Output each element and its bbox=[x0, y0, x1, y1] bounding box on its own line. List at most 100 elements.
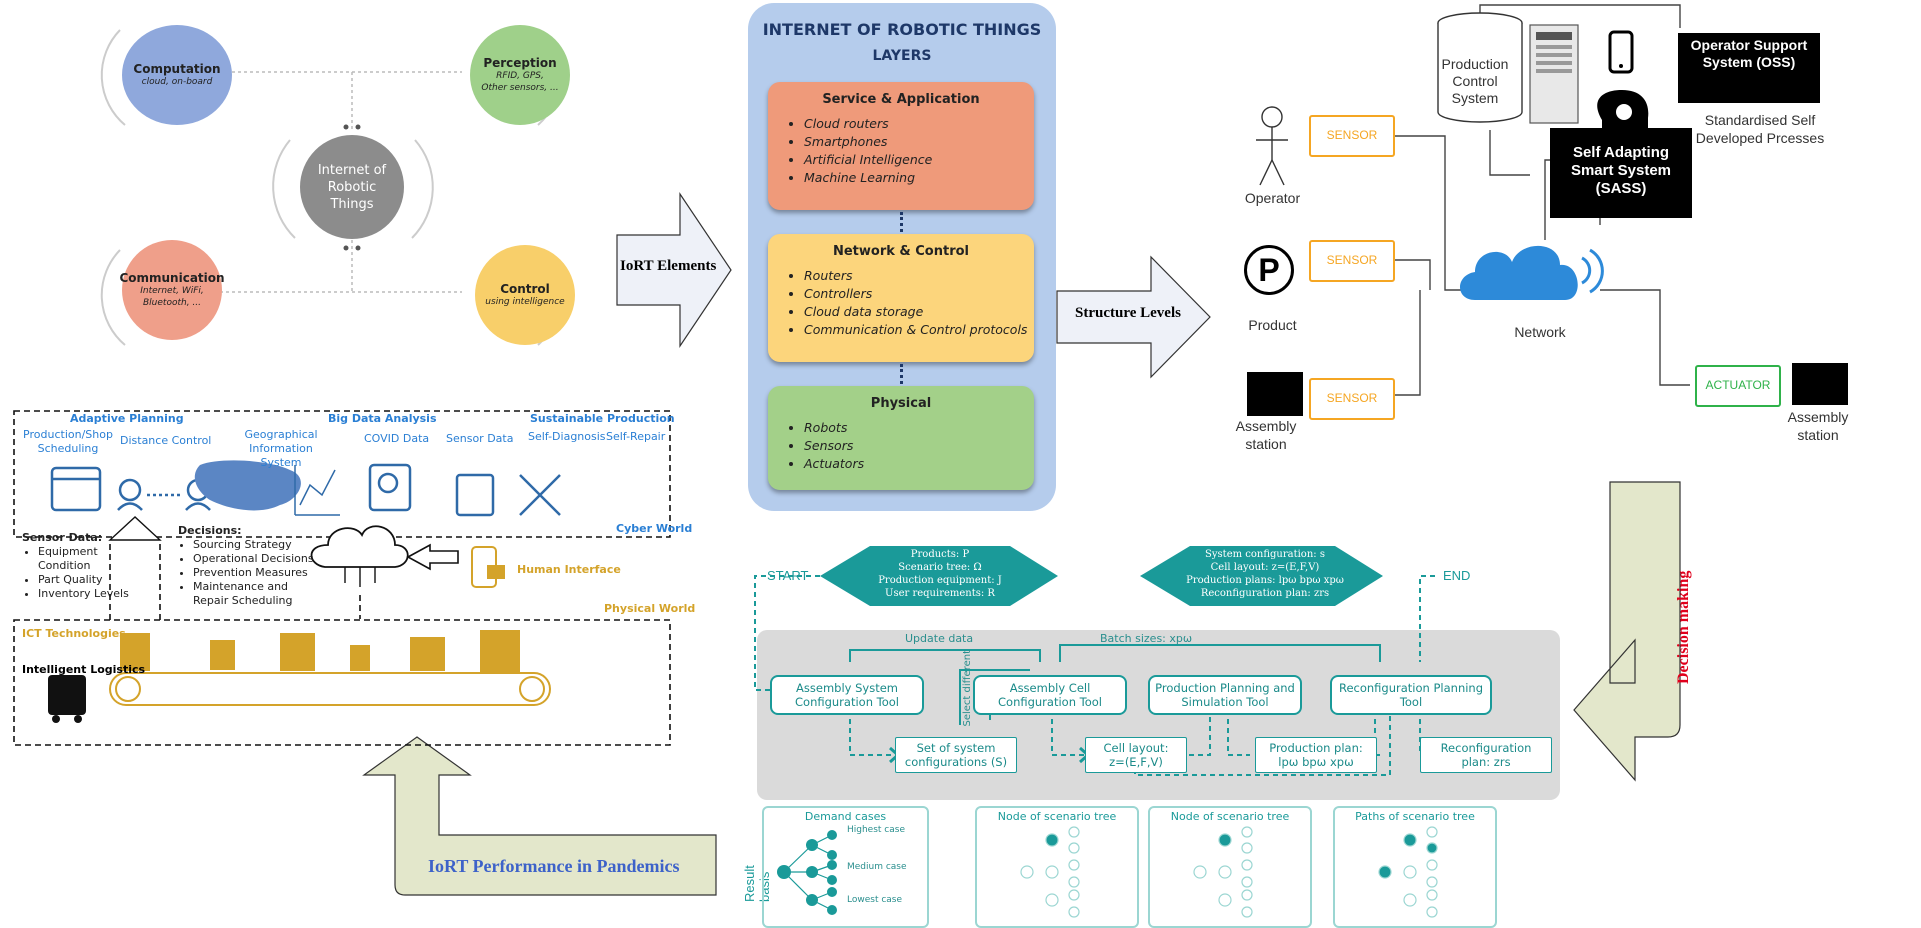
layer-connector bbox=[900, 364, 906, 384]
output-item: Cell layout: z=(E,F,V) bbox=[1210, 562, 1320, 573]
result-basis-label: Result basis bbox=[742, 865, 772, 902]
list-item: Inventory Levels bbox=[38, 587, 148, 601]
system-configurations-box: Set of system configurations (S) bbox=[895, 737, 1017, 773]
iort-center-label: Internet of Robotic Things bbox=[317, 162, 387, 212]
standardised-label: Standardised Self bbox=[1704, 112, 1816, 128]
list-item: Sensors bbox=[804, 437, 1034, 455]
iort-elements-arrow bbox=[616, 192, 732, 348]
layer-connector bbox=[900, 212, 906, 232]
outputs-diamond: System configuration: s Cell layout: z=(… bbox=[1180, 548, 1350, 600]
select-different-label: Select different bbox=[962, 650, 973, 727]
scenario-trees bbox=[777, 826, 1438, 918]
end-label: END bbox=[1443, 568, 1471, 583]
physical-world-label: Physical World bbox=[604, 602, 696, 615]
intelligent-logistics-label: Intelligent Logistics bbox=[22, 663, 146, 676]
output-item: System configuration: s bbox=[1205, 549, 1325, 560]
input-item: Products: P bbox=[910, 549, 970, 560]
control-node: Control using intelligence bbox=[475, 245, 575, 345]
computation-title: Computation bbox=[133, 62, 221, 76]
service-layer-list: Cloud routers Smartphones Artificial Int… bbox=[786, 115, 1034, 187]
sass-box: Self Adapting Smart System (SASS) bbox=[1550, 128, 1692, 218]
assembly-system-tool: Assembly System Configuration Tool bbox=[770, 675, 924, 715]
list-item: Maintenance and Repair Scheduling bbox=[193, 580, 323, 608]
communication-title: Communication bbox=[119, 271, 225, 285]
input-item: User requirements: R bbox=[885, 588, 995, 599]
list-item: Cloud data storage bbox=[804, 303, 1034, 321]
sensor-operator: SENSOR bbox=[1309, 115, 1395, 157]
covid-data-label: COVID Data bbox=[364, 432, 430, 445]
network-layer: Network & Control Routers Controllers Cl… bbox=[768, 234, 1034, 362]
adaptive-planning-heading: Adaptive Planning bbox=[70, 412, 184, 425]
update-data-label: Update data bbox=[905, 632, 974, 645]
sensor-data-title: Sensor Data: bbox=[22, 531, 103, 544]
scenario-node-box-1: Node of scenario tree bbox=[975, 806, 1139, 928]
actuator-box: ACTUATOR bbox=[1695, 365, 1781, 407]
list-item: Prevention Measures bbox=[193, 566, 323, 580]
inputs-diamond: Products: P Scenario tree: Ω Production … bbox=[860, 548, 1020, 600]
iort-center-node: Internet of Robotic Things bbox=[300, 135, 404, 239]
network-layer-list: Routers Controllers Cloud data storage C… bbox=[786, 267, 1034, 339]
decision-making-arrow bbox=[1573, 481, 1681, 782]
control-sub: using intelligence bbox=[485, 297, 565, 307]
assembly-cell-tool: Assembly Cell Configuration Tool bbox=[973, 675, 1127, 715]
cell-layout-title: Cell layout: bbox=[1103, 741, 1169, 755]
system-connectors bbox=[1247, 4, 1848, 416]
medium-case-label: Medium case bbox=[847, 862, 907, 872]
developed-processes-label: Developed Prcesses bbox=[1695, 130, 1825, 146]
network-layer-title: Network & Control bbox=[832, 244, 970, 259]
decisions-list: Sourcing Strategy Operational Decisions … bbox=[165, 538, 323, 608]
reconfiguration-plan-formula: plan: zrs bbox=[1461, 755, 1511, 769]
reconfiguration-plan-title: Reconfiguration bbox=[1440, 741, 1532, 755]
physical-layer-list: Robots Sensors Actuators bbox=[786, 419, 1034, 473]
assembly-station-label: Assembly station bbox=[1235, 418, 1297, 452]
sensor-product: SENSOR bbox=[1309, 240, 1395, 282]
input-item: Scenario tree: Ω bbox=[898, 562, 982, 573]
sensor-data-label: Sensor Data bbox=[446, 432, 514, 445]
decision-making-label: Decision making bbox=[1675, 570, 1692, 684]
perception-sub2: Other sensors, ... bbox=[481, 83, 559, 93]
service-layer: Service & Application Cloud routers Smar… bbox=[768, 82, 1034, 210]
list-item: Actuators bbox=[804, 455, 1034, 473]
list-item: Part Quality bbox=[38, 573, 148, 587]
reconfiguration-tool: Reconfiguration Planning Tool bbox=[1330, 675, 1492, 715]
list-item: Sourcing Strategy bbox=[193, 538, 323, 552]
self-repair-label: Self-Repair bbox=[606, 430, 666, 443]
list-item: Machine Learning bbox=[804, 169, 1034, 187]
human-interface-label: Human Interface bbox=[517, 563, 621, 576]
production-plan-title: Production plan: bbox=[1269, 741, 1363, 755]
pandemics-arrow bbox=[362, 736, 717, 896]
physical-layer: Physical Robots Sensors Actuators bbox=[768, 386, 1034, 490]
perception-node: Perception RFID, GPS, Other sensors, ... bbox=[470, 25, 570, 125]
list-item: Routers bbox=[804, 267, 1034, 285]
list-item: Equipment Condition bbox=[38, 545, 148, 573]
production-shop-label: Production/Shop Scheduling bbox=[23, 428, 113, 455]
production-planning-tool: Production Planning and Simulation Tool bbox=[1148, 675, 1302, 715]
cyber-physical-frame bbox=[13, 410, 671, 746]
service-layer-title: Service & Application bbox=[822, 92, 980, 107]
production-plan-box: Production plan: lpω bpω xpω bbox=[1255, 737, 1377, 773]
perception-title: Perception bbox=[483, 56, 557, 70]
cell-layout-formula: z=(E,F,V) bbox=[1109, 755, 1163, 769]
assembly-station-right-label: Assembly station bbox=[1787, 409, 1849, 443]
start-label: START bbox=[767, 568, 809, 583]
scenario-paths-title: Paths of scenario tree bbox=[1355, 810, 1475, 823]
input-item: Production equipment: J bbox=[878, 575, 1002, 586]
list-item: Operational Decisions bbox=[193, 552, 323, 566]
big-data-heading: Big Data Analysis bbox=[328, 412, 437, 425]
oss-box: Operator Support System (OSS) bbox=[1678, 33, 1820, 103]
structure-levels-arrow bbox=[1056, 255, 1211, 379]
production-plan-formula: lpω bpω xpω bbox=[1278, 755, 1354, 769]
self-diagnosis-label: Self-Diagnosis bbox=[528, 430, 606, 443]
gis-label: Geographical Information System bbox=[244, 428, 318, 469]
operator-label: Operator bbox=[1244, 190, 1301, 206]
scenario-node-box-2: Node of scenario tree bbox=[1148, 806, 1312, 928]
output-item: Reconfiguration plan: zrs bbox=[1200, 588, 1330, 599]
physical-layer-title: Physical bbox=[870, 396, 932, 411]
communication-sub1: Internet, WiFi, bbox=[140, 286, 204, 296]
communication-node: Communication Internet, WiFi, Bluetooth,… bbox=[119, 240, 225, 340]
list-item: Cloud routers bbox=[804, 115, 1034, 133]
scenario-paths-box: Paths of scenario tree bbox=[1333, 806, 1497, 928]
product-icon: P bbox=[1244, 245, 1294, 295]
structure-levels-label: Structure Levels bbox=[1075, 305, 1181, 321]
list-item: Controllers bbox=[804, 285, 1034, 303]
